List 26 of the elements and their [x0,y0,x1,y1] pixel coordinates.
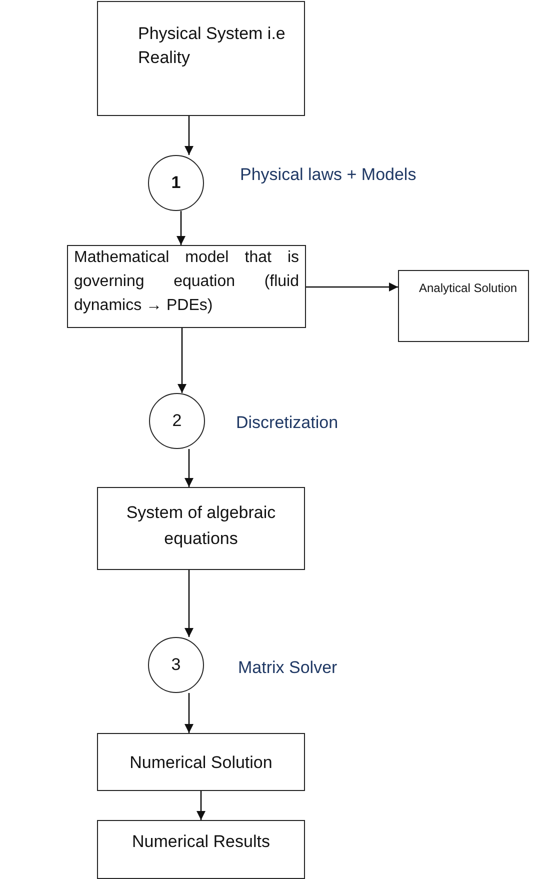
box-text: System of algebraic equations [125,502,277,550]
process-box [97,733,305,791]
arrow [184,116,194,155]
process-box [398,270,529,342]
arrow [196,791,206,820]
arrow [176,211,186,245]
box-text: Analytical Solution [419,280,518,297]
process-box [67,245,306,328]
step-label: Matrix Solver [238,657,338,679]
step-label: Discretization [236,412,338,434]
arrow [184,693,194,733]
box-text: Numerical Results [131,831,271,853]
step-label: Physical laws + Models [240,164,416,186]
arrow [184,570,194,637]
arrow [306,282,398,292]
arrow [177,328,187,393]
process-box [97,487,305,570]
process-box [97,820,305,879]
process-box [97,1,305,116]
step-number: 1 [171,172,181,194]
box-text: Mathematical model that is governing equation (fluid dynamics → PDEs) [74,248,299,316]
step-number: 3 [171,654,181,676]
step-number: 2 [172,410,182,432]
box-text: Physical System i.e Reality [138,23,286,69]
arrow [184,449,194,487]
box-text: Numerical Solution [128,752,274,774]
